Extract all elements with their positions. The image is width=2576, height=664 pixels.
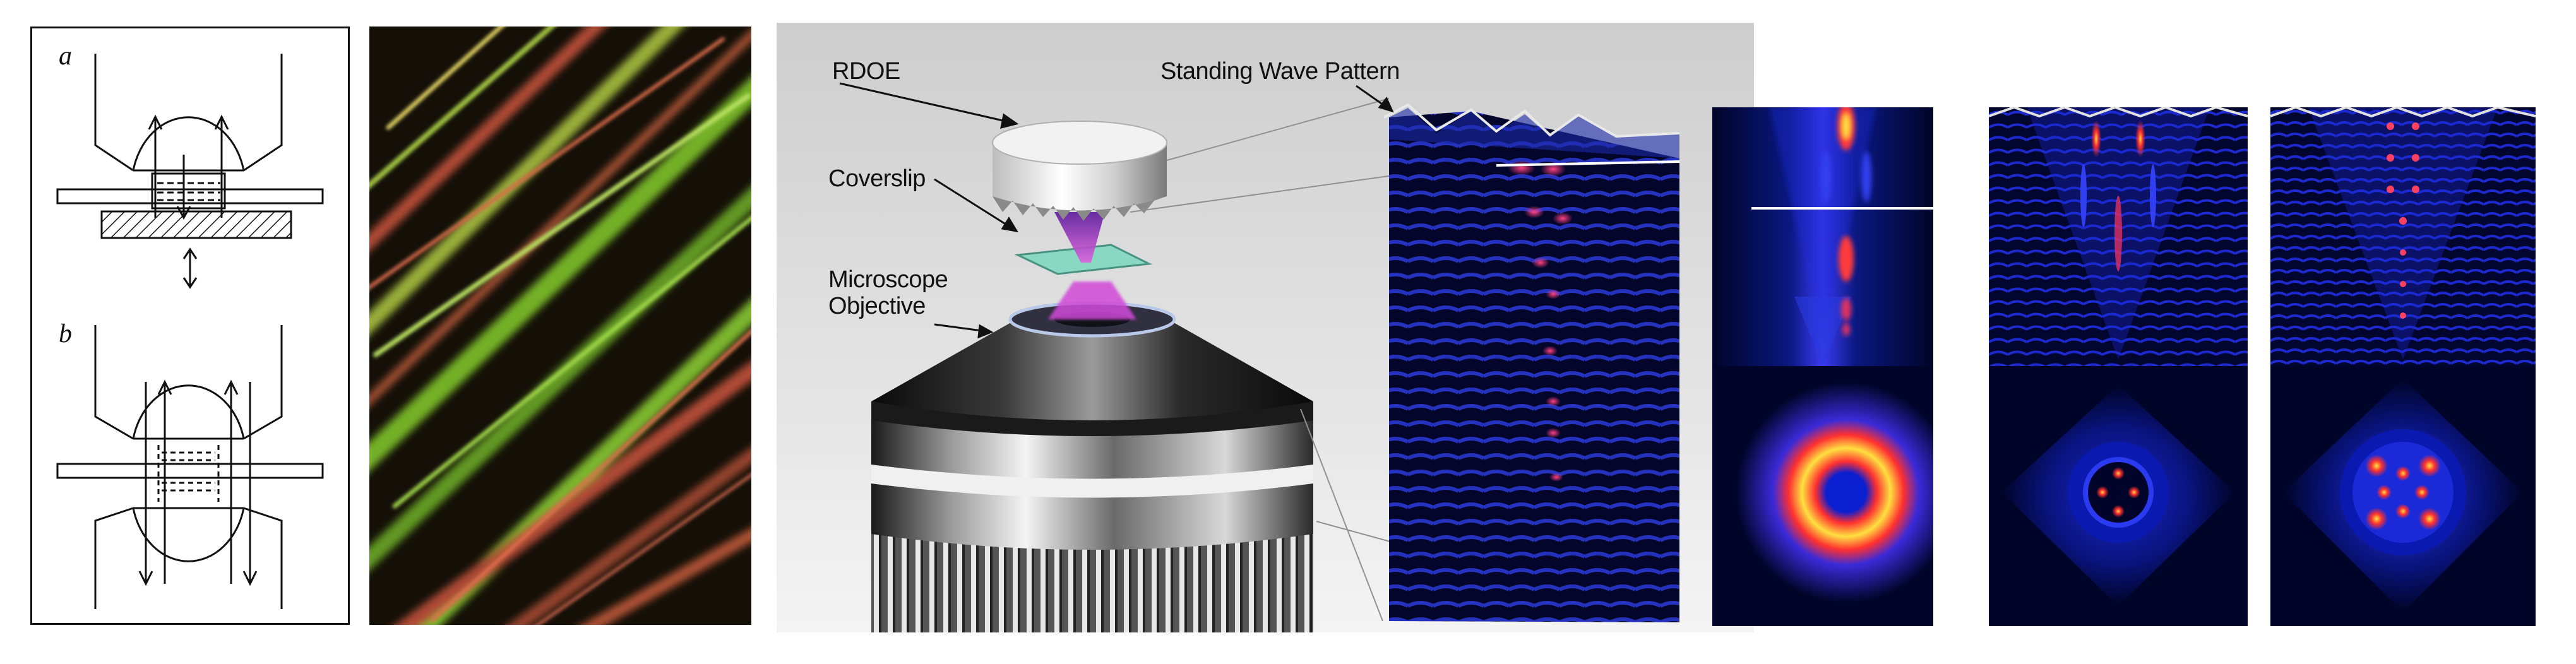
standing-wave-panel bbox=[1383, 103, 1680, 622]
simulation-2-image bbox=[1989, 107, 2248, 626]
objective-cone bbox=[871, 319, 1313, 420]
fiber-micrograph bbox=[369, 27, 751, 625]
label-b: b bbox=[59, 319, 72, 348]
microscope-scene bbox=[777, 23, 1754, 632]
label-rdoe: RDOE bbox=[832, 58, 900, 85]
label-standing-wave: Standing Wave Pattern bbox=[1160, 58, 1400, 85]
simulation-panel-3 bbox=[2270, 107, 2536, 626]
label-a: a bbox=[59, 42, 72, 71]
schematic-drawing bbox=[56, 54, 324, 609]
simulation-panel-1 bbox=[1712, 107, 1933, 626]
simulation-3-image bbox=[2270, 107, 2536, 626]
simulation-1-image bbox=[1712, 107, 1933, 626]
label-coverslip: Coverslip bbox=[828, 165, 926, 192]
microscope-illustration: RDOE Standing Wave Pattern Coverslip Mic… bbox=[777, 23, 1754, 632]
schematic-b bbox=[56, 325, 324, 609]
label-objective-line2: Objective bbox=[828, 293, 926, 319]
label-objective-line1: Microscope bbox=[828, 266, 948, 293]
simulation-panel-2 bbox=[1989, 107, 2248, 626]
schematic-panel: a b bbox=[30, 27, 350, 625]
schematic-a bbox=[56, 54, 324, 289]
callout-arrows bbox=[839, 82, 1394, 339]
fiber-image bbox=[369, 27, 751, 625]
rdoe-element bbox=[992, 121, 1167, 221]
